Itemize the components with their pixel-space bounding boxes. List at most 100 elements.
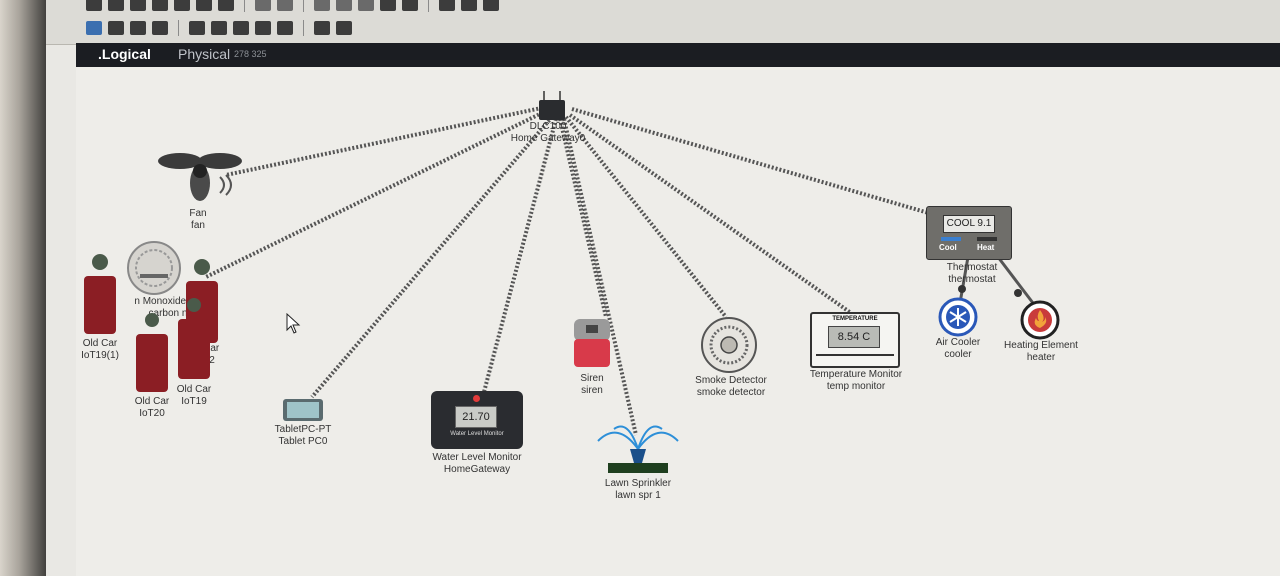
tablet-icon[interactable] — [439, 0, 455, 11]
delete-icon[interactable] — [130, 21, 146, 35]
cooler-type-label: Air Cooler — [935, 337, 981, 348]
custom-device-icon[interactable] — [402, 0, 418, 11]
temperature-monitor-device[interactable]: TEMPERATURE 8.54 C — [810, 312, 900, 368]
select-icon[interactable] — [86, 21, 102, 35]
toolbar — [46, 0, 1280, 45]
heat-indicator — [977, 237, 997, 241]
old-car-device[interactable] — [134, 312, 170, 401]
connection-links — [205, 105, 1038, 436]
toolbar-separator — [303, 20, 304, 36]
water-name-label: HomeGateway — [443, 464, 511, 475]
thermostat-type-label: Thermostat — [946, 262, 998, 273]
tab-logical[interactable]: .Logical — [98, 46, 151, 62]
resize-icon[interactable] — [152, 21, 168, 35]
thermostat-name-label: thermostat — [948, 274, 996, 285]
smoke-type-label: Smoke Detector — [695, 375, 767, 386]
freeform-icon[interactable] — [277, 21, 293, 35]
co-detector-device[interactable] — [126, 240, 182, 301]
rectangle-icon[interactable] — [233, 21, 249, 35]
link-endpoint — [958, 285, 966, 293]
zoom-reset-icon[interactable] — [336, 0, 352, 11]
palette-icon[interactable] — [380, 0, 396, 11]
heat-label: Heat — [977, 243, 995, 252]
wizard-icon[interactable] — [174, 0, 190, 11]
pdu-simple-icon[interactable] — [314, 21, 330, 35]
car3-type-label: Old Car — [176, 384, 212, 395]
inspect-icon[interactable] — [108, 21, 124, 35]
smoke-detector-icon — [701, 317, 757, 373]
heating-element-device[interactable] — [1020, 300, 1060, 345]
gateway-type-label: DLC100 — [529, 121, 567, 132]
link-thermostat-heater[interactable] — [996, 256, 1038, 308]
picture-icon[interactable] — [483, 0, 499, 11]
mouse-cursor-icon — [286, 313, 301, 334]
lawn-sprinkler-device[interactable] — [596, 419, 680, 482]
old-car-icon — [178, 298, 210, 379]
link-gateway-siren[interactable] — [558, 118, 608, 318]
temp-monitor-caption: TEMPERATURE — [832, 316, 878, 322]
siren-device[interactable] — [572, 317, 612, 374]
link-gateway-tablet[interactable] — [310, 115, 554, 399]
old-car-device[interactable] — [176, 297, 212, 388]
smoke-detector-device[interactable] — [701, 317, 757, 378]
water-type-label: Water Level Monitor — [432, 452, 522, 463]
tablet-device[interactable] — [282, 398, 324, 427]
water-level-monitor-device[interactable]: 21.70 Water Level Monitor — [431, 391, 523, 449]
monitor-bezel — [0, 0, 48, 576]
new-icon[interactable] — [86, 0, 102, 11]
redo-icon[interactable] — [277, 0, 293, 11]
coordinates-readout: 278 325 — [234, 49, 267, 59]
network-icon[interactable] — [196, 0, 212, 11]
zoom-in-icon[interactable] — [314, 0, 330, 11]
place-note-icon[interactable] — [189, 21, 205, 35]
workspace-tabbar: .Logical Physical 278 325 — [76, 43, 1280, 67]
draw-line-icon[interactable] — [211, 21, 227, 35]
sprinkler-type-label: Lawn Sprinkler — [604, 478, 672, 489]
link-gateway-water[interactable] — [482, 118, 558, 393]
fan-name-label: fan — [191, 220, 205, 231]
link-gateway-thermostat[interactable] — [571, 107, 957, 223]
toolbar-separator — [303, 0, 304, 12]
note-icon[interactable] — [461, 0, 477, 11]
logical-workspace[interactable]: DLC100 Home Gateway0 Fan fan n Monoxide … — [76, 67, 1280, 576]
toolbar-separator — [244, 0, 245, 12]
old-car-icon — [84, 254, 116, 334]
fan-device[interactable] — [156, 147, 242, 212]
app-window: .Logical Physical 278 325 — [46, 0, 1280, 576]
link-gateway-smoke[interactable] — [564, 115, 728, 319]
pdu-complex-icon[interactable] — [336, 21, 352, 35]
water-monitor-caption: Water Level Monitor — [450, 431, 504, 437]
user-icon[interactable] — [218, 0, 234, 11]
temp-name-label: temp monitor — [826, 381, 886, 392]
zoom-out-icon[interactable] — [358, 0, 374, 11]
car2-name-label: IoT20 — [139, 408, 165, 419]
gateway-name-label: Home Gateway0 — [510, 133, 586, 144]
thermostat-device[interactable]: COOL 9.1 Cool Heat — [926, 206, 1012, 260]
save-icon[interactable] — [130, 0, 146, 11]
cool-label: Cool — [939, 243, 957, 252]
smoke-name-label: smoke detector — [696, 387, 766, 398]
link-gateway-temp[interactable] — [568, 113, 853, 315]
temp-monitor-base — [816, 354, 894, 362]
ceiling-fan-icon — [158, 153, 242, 201]
home-gateway-device[interactable] — [536, 89, 568, 126]
undo-icon[interactable] — [255, 0, 271, 11]
tab-physical[interactable]: Physical — [178, 46, 231, 62]
ellipse-icon[interactable] — [255, 21, 271, 35]
temperature-reading: 8.54 C — [828, 326, 880, 348]
snowflake-icon — [938, 297, 978, 337]
toolbar-row-main — [86, 0, 499, 12]
print-icon[interactable] — [152, 0, 168, 11]
link-thermostat-cooler[interactable] — [958, 256, 970, 304]
flame-icon — [1020, 300, 1060, 340]
old-car-device[interactable] — [82, 252, 118, 341]
fan-type-label: Fan — [189, 208, 207, 219]
car3-name-label: IoT19 — [181, 396, 207, 407]
link-gateway-car[interactable] — [205, 109, 547, 279]
link-gateway-fan[interactable] — [225, 105, 547, 177]
open-icon[interactable] — [108, 0, 124, 11]
car1-name-label: IoT19(1) — [81, 350, 119, 361]
link-endpoint — [1014, 289, 1022, 297]
air-cooler-device[interactable] — [938, 297, 978, 342]
old-car-icon — [136, 313, 168, 392]
